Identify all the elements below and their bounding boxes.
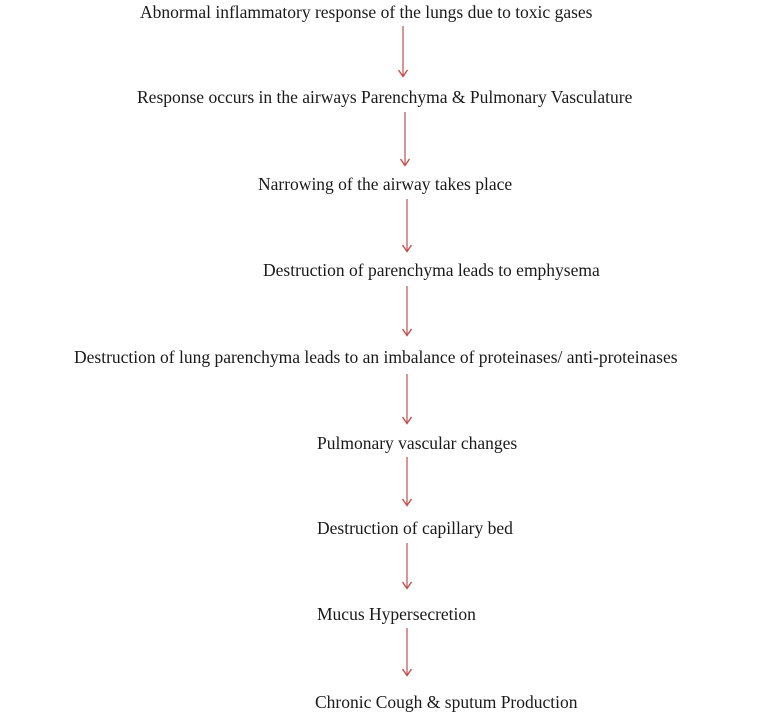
down-arrow-icon [400,543,414,590]
flow-step-4: Destruction of parenchyma leads to emphy… [263,260,600,280]
down-arrow-icon [400,199,414,253]
flow-step-1: Abnormal inflammatory response of the lu… [140,2,593,22]
down-arrow-icon [400,457,414,507]
flow-step-8: Mucus Hypersecretion [317,604,476,624]
down-arrow-icon [400,628,414,677]
flow-step-6: Pulmonary vascular changes [317,433,518,453]
flow-step-9: Chronic Cough & sputum Production [315,692,578,712]
down-arrow-icon [400,286,414,337]
flow-step-7: Destruction of capillary bed [317,518,513,538]
flow-step-2: Response occurs in the airways Parenchym… [137,87,633,107]
down-arrow-icon [398,112,412,167]
flow-step-3: Narrowing of the airway takes place [258,174,513,194]
flow-step-5: Destruction of lung parenchyma leads to … [74,347,678,367]
down-arrow-icon [400,374,414,425]
down-arrow-icon [396,26,410,78]
